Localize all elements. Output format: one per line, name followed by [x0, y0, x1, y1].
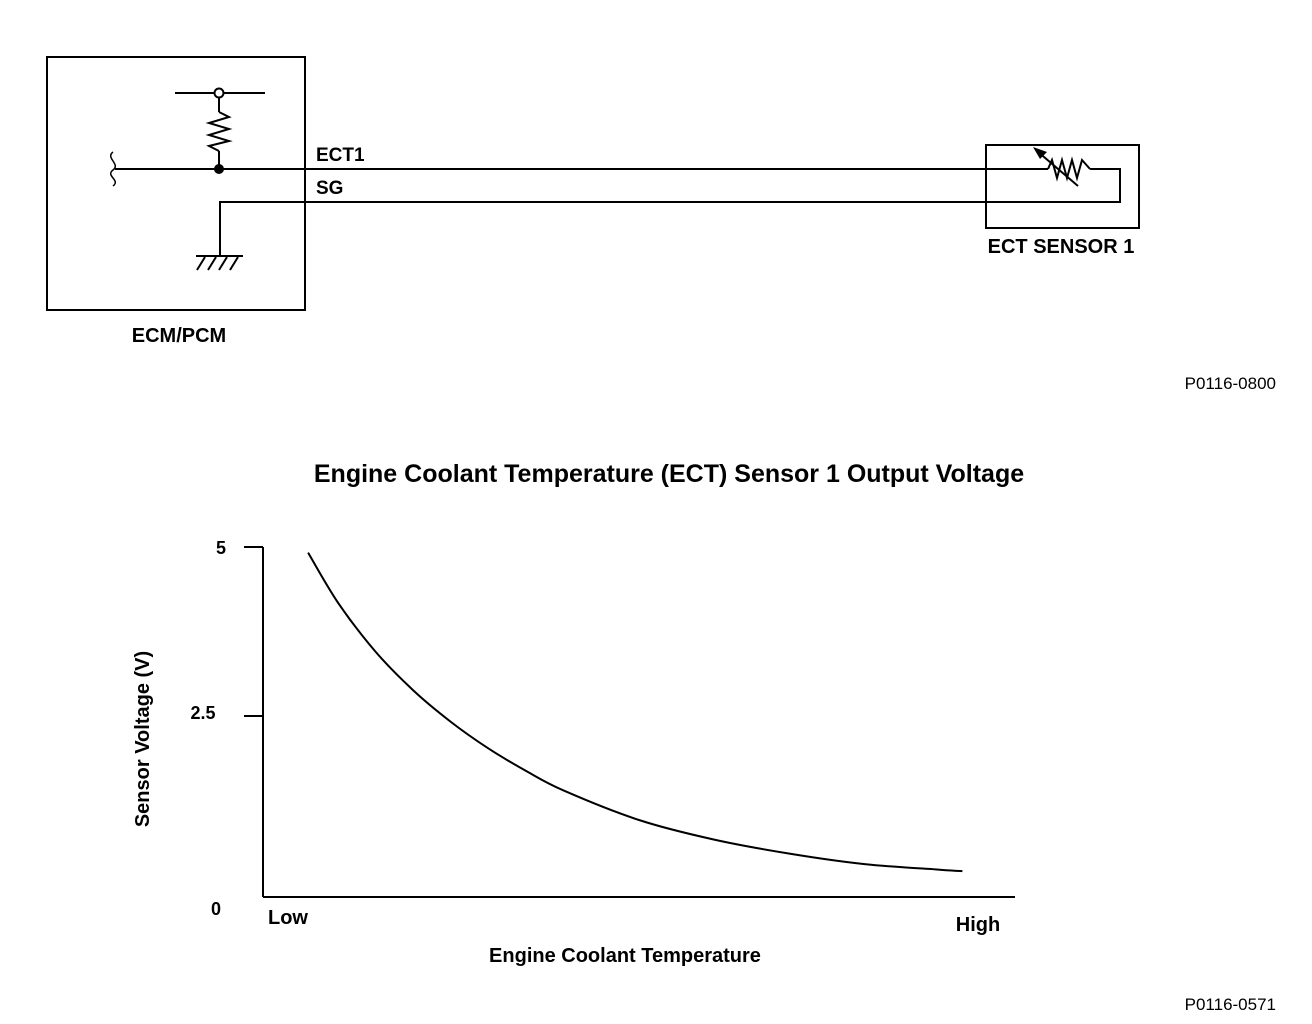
ground-icon: [196, 255, 243, 271]
y-tick-label-mid: 2.5: [190, 703, 215, 723]
chart-title: Engine Coolant Temperature (ECT) Sensor …: [314, 460, 1024, 488]
ect-sensor-box: [985, 144, 1140, 229]
x-tick-label-low: Low: [268, 907, 308, 929]
thermistor-icon: [1033, 147, 1091, 187]
y-tick-label-max: 5: [216, 538, 226, 558]
x-axis-label: Engine Coolant Temperature: [489, 945, 761, 967]
ecm-pcm-label: ECM/PCM: [132, 325, 226, 347]
x-tick-label-high: High: [956, 914, 1000, 936]
sg-wire: [219, 168, 1121, 255]
y-tick-label-zero: 0: [211, 899, 221, 919]
pullup-resistor-icon: [205, 111, 233, 152]
y-axis-label: Sensor Voltage (V): [132, 651, 154, 827]
circuit-schematic: ECT1 SG ECM/PCM ECT SENSOR 1 P0116-0800: [46, 56, 1276, 393]
series-line-voltage: [307, 552, 963, 873]
chart-figure-ref: P0116-0571: [1185, 995, 1276, 1014]
ect1-wire-label: ECT1: [316, 145, 365, 166]
voltage-chart: Engine Coolant Temperature (ECT) Sensor …: [132, 460, 1276, 1014]
reference-terminal: [213, 87, 225, 99]
ect-sensor-label: ECT SENSOR 1: [988, 236, 1135, 258]
ecm-pcm-box: [46, 56, 306, 311]
signal-break-icon: [110, 151, 116, 187]
schematic-figure-ref: P0116-0800: [1185, 374, 1276, 393]
sg-wire-label: SG: [316, 178, 343, 199]
